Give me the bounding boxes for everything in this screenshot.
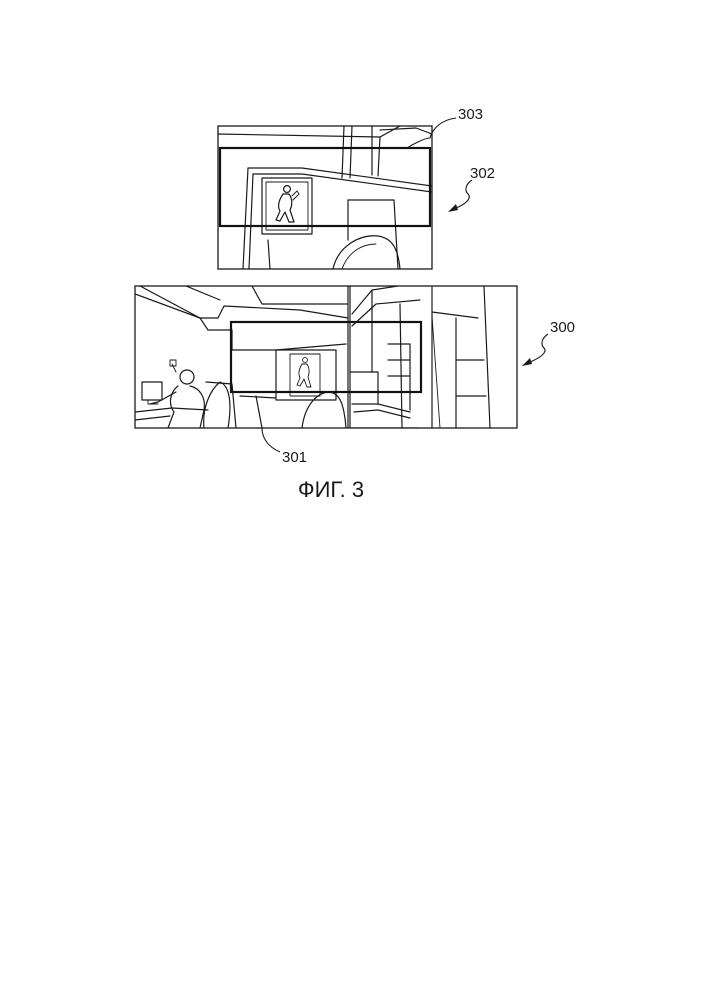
- panorama-300: [135, 286, 517, 428]
- leader-301: [262, 428, 280, 452]
- panorama-region-301-box: [231, 322, 421, 392]
- figure-caption: ФИГ. 3: [298, 477, 364, 502]
- person-pictogram-small: [297, 358, 311, 387]
- label-303: 303: [458, 106, 483, 123]
- panorama-frame: [135, 286, 517, 428]
- person-pictogram: [276, 186, 299, 222]
- zoom-view-302: [218, 126, 432, 269]
- arrow-302: [448, 204, 458, 212]
- leader-302: [456, 180, 472, 208]
- panorama-scene: [135, 286, 490, 428]
- monitor: [142, 382, 162, 400]
- leader-300: [530, 334, 548, 362]
- label-300: 300: [550, 319, 575, 336]
- label-301: 301: [282, 449, 307, 466]
- label-302: 302: [470, 165, 495, 182]
- arrow-300: [522, 358, 532, 366]
